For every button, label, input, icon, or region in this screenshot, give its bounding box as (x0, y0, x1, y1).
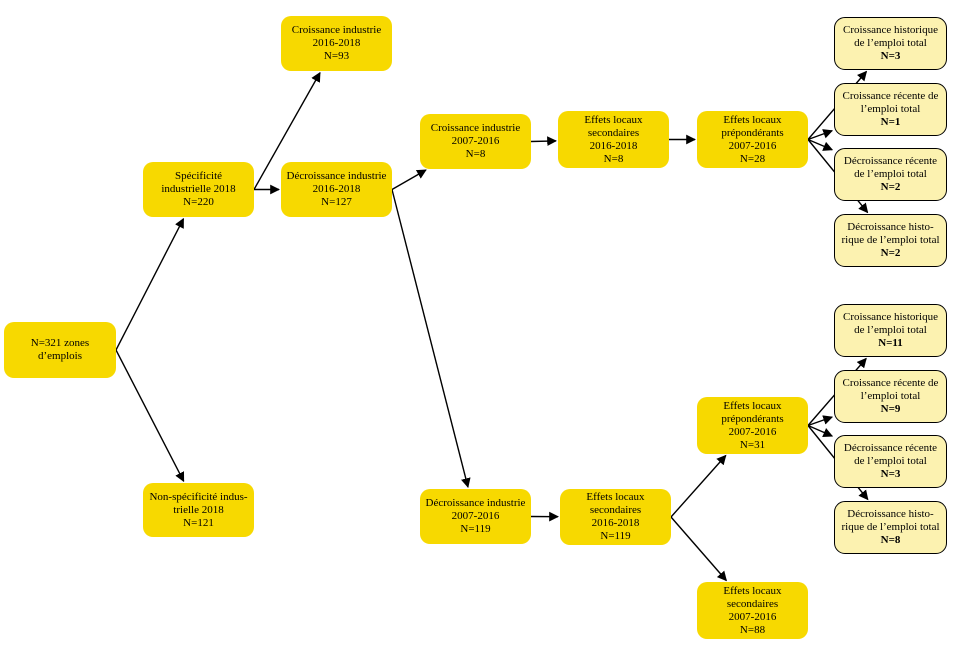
node-label-line: Décroissance industrie (425, 497, 526, 509)
leaf-decroissance-historique-b: Décroissance histo-rique de l’emploi tot… (834, 501, 947, 554)
node-count: N=2 (880, 247, 901, 259)
node-label-line: Décroissance industrie (286, 170, 387, 182)
node-label-line: 2016-2018 (591, 517, 640, 529)
node-count: N=121 (183, 516, 214, 529)
node-label-line: Croissance industrie (291, 24, 382, 36)
node-count: N=119 (600, 530, 631, 542)
node-label-line: Croissance récente de (842, 377, 939, 389)
node-label-line: 2016-2018 (312, 183, 361, 195)
edge-arrow (670, 516, 727, 582)
node-label-line: Décroissance histo- (847, 221, 934, 233)
edge-arrow (391, 189, 471, 489)
leaf-decroissance-historique-a: Décroissance histo-rique de l’emploi tot… (834, 214, 947, 267)
node-label-line: Croissance récente de (842, 90, 939, 102)
edge-arrow (253, 71, 321, 190)
edge-arrow (530, 136, 557, 147)
edge-arrow (807, 415, 834, 427)
node-label-line: trielle 2018 (173, 503, 224, 516)
node-count: N=8 (603, 152, 624, 165)
node-label-line: prépondérants (721, 412, 784, 425)
node-label-line: de l’emploi total (854, 455, 927, 467)
node-count: N=11 (878, 337, 903, 349)
node-label-line: Décroissance récente (843, 155, 938, 167)
node-label-line: 2007-2016 (728, 139, 777, 152)
edge-arrow (807, 138, 834, 151)
edge-arrow (807, 129, 834, 141)
edge-arrow (115, 349, 185, 483)
node-count: N=31 (739, 438, 766, 451)
node-label-line: secondaires (726, 597, 779, 610)
edge-arrow (391, 169, 427, 191)
node-count: N=3 (880, 468, 901, 480)
node-label-line: Spécificité (174, 170, 223, 182)
node-count: N=3 (880, 50, 901, 62)
node-label-line: N=321 zones (30, 337, 90, 349)
node-label-line: rique de l’emploi total (841, 234, 940, 246)
edge-arrow (670, 454, 727, 518)
node-count: N=8 (465, 148, 486, 160)
node-count: N=88 (739, 623, 766, 636)
node-label-line: secondaires (589, 504, 642, 516)
node-label-line: 2007-2016 (728, 610, 777, 623)
node-label-line: de l’emploi total (854, 37, 927, 49)
node-label-line: Effets locaux (723, 399, 782, 412)
node-label-line: de l’emploi total (854, 324, 927, 336)
node-label-line: 2007-2016 (728, 425, 777, 438)
node-label-line: Non-spécificité indus- (149, 490, 248, 503)
node-label-line: d’emplois (38, 350, 82, 362)
node-count: N=9 (880, 403, 901, 415)
node-label-line: Croissance industrie (430, 122, 521, 134)
edge-arrow (115, 217, 185, 351)
node-count: N=119 (460, 523, 491, 535)
node-count: N=93 (323, 50, 350, 62)
node-count: N=8 (880, 534, 901, 546)
node-label-line: 2007-2016 (451, 135, 500, 147)
node-label-line: rique de l’emploi total (841, 521, 940, 533)
node-label-line: 2016-2018 (312, 37, 361, 49)
node-count: N=28 (739, 152, 766, 165)
node-label-line: l’emploi total (860, 103, 921, 115)
node-label-line: 2007-2016 (451, 510, 500, 522)
node-label-line: Effets locaux (584, 113, 643, 126)
node-label-line: Croissance historique (842, 24, 938, 36)
node-count: N=127 (321, 196, 352, 208)
node-label-line: Décroissance récente (843, 442, 938, 454)
node-label-line: secondaires (587, 126, 640, 139)
node-label-line: de l’emploi total (854, 168, 927, 180)
node-label-line: industrielle 2018 (161, 183, 236, 195)
node-label-line: 2016-2018 (589, 139, 638, 152)
node-label-line: prépondérants (721, 126, 784, 139)
node-count: N=220 (183, 196, 214, 208)
node-label-line: Décroissance histo- (847, 508, 934, 520)
node-label-line: Effets locaux (723, 584, 782, 597)
edge-arrow (807, 424, 834, 438)
node-label-line: Effets locaux (586, 491, 645, 503)
node-label-line: Effets locaux (723, 113, 782, 126)
node-count: N=2 (880, 181, 901, 193)
node-label-line: Croissance historique (842, 311, 938, 323)
node-count: N=1 (880, 116, 901, 128)
node-label-line: l’emploi total (860, 390, 921, 402)
